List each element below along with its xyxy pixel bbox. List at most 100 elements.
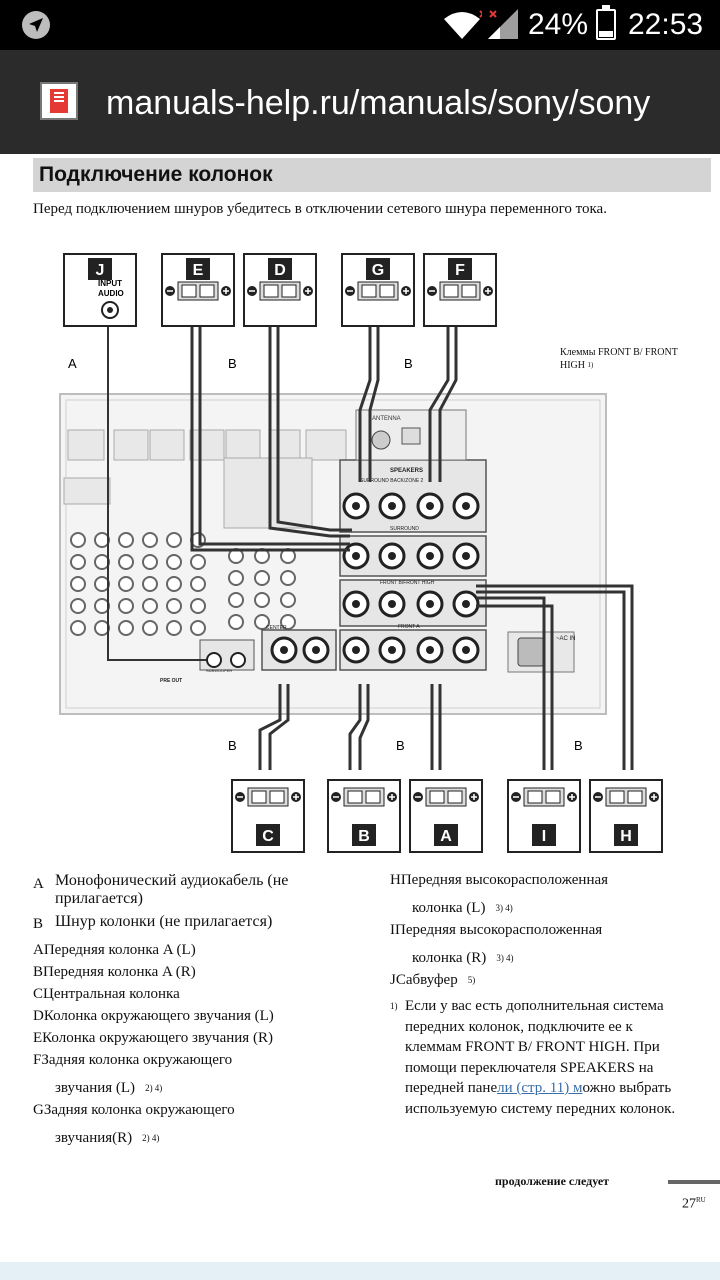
speaker-box-letter: A	[440, 828, 452, 845]
cable-label-b5: B	[574, 738, 583, 753]
rca-jack	[254, 592, 270, 608]
speaker-box-letter: D	[274, 262, 286, 279]
speaker-box-i: I	[507, 779, 581, 853]
speaker-legend-item: CЦентральная колонка	[33, 986, 180, 1002]
rca-jack	[70, 554, 86, 570]
rca-jack	[254, 614, 270, 630]
speaker-box-letter: E	[193, 262, 204, 279]
front-high-label: FRONT B/FRONT HIGH	[380, 580, 435, 586]
rca-jack	[142, 576, 158, 592]
rca-jack	[118, 532, 134, 548]
cable-label-b1: B	[228, 356, 237, 371]
speaker-box-e: E	[161, 253, 235, 327]
speaker-box-b: B	[327, 779, 401, 853]
rca-jack	[228, 592, 244, 608]
speaker-box-a: A	[409, 779, 483, 853]
wiring-diagram: ANTENNA SPEAKERS SURROUND BACK/ZONE 2 SU…	[59, 253, 678, 853]
rca-jack	[190, 620, 206, 636]
rca-jack	[228, 570, 244, 586]
surround-label: SURROUND	[390, 526, 419, 532]
speaker-box-letter: C	[262, 828, 274, 845]
subwoofer-jack	[206, 652, 222, 668]
front-a-label: FRONT A	[398, 624, 420, 630]
speaker-box-letter: J	[96, 262, 105, 279]
battery-percent: 24%	[528, 8, 589, 41]
rca-jack	[70, 532, 86, 548]
speaker-box-letter: G	[372, 262, 384, 279]
input-label: INPUT	[98, 279, 122, 288]
rca-jack	[280, 570, 296, 586]
subwoofer-label: SUBWOOFER	[206, 668, 232, 673]
page-reference-link[interactable]: ли (стр. 11) м	[497, 1080, 583, 1096]
speaker-box-g: G	[341, 253, 415, 327]
continuation-text: продолжение следует	[495, 1174, 610, 1188]
cell-signal-icon	[488, 9, 518, 39]
clock: 22:53	[628, 8, 704, 41]
speaker-legend-item: AПередняя колонка A (L)	[33, 942, 196, 958]
front-b-note-ref: 1)	[587, 361, 594, 369]
rca-jack	[142, 532, 158, 548]
rca-jack	[70, 620, 86, 636]
speaker-box-f: F	[423, 253, 497, 327]
rca-jack	[280, 614, 296, 630]
antenna-label: ANTENNA	[372, 416, 401, 422]
rca-jack	[254, 570, 270, 586]
cable-label-b2: B	[404, 356, 413, 371]
front-b-note: Клеммы FRONT B/ FRONT HIGH	[560, 347, 678, 371]
rca-jack	[142, 554, 158, 570]
speaker-box-j: J	[63, 253, 137, 327]
cable-legend-b: B Шнур колонки (не прилагается)	[33, 913, 273, 932]
speaker-legend-item: BПередняя колонка A (R)	[33, 964, 196, 980]
speaker-legend-item: EКолонка окружающего звучания (R)	[33, 1030, 273, 1046]
speaker-box-letter: F	[455, 262, 465, 279]
rca-jack	[166, 532, 182, 548]
cable-label-b3: B	[228, 738, 237, 753]
footnote-text-end: ожно выбрать используемую систему передн…	[405, 1080, 676, 1117]
rca-jack	[190, 576, 206, 592]
speaker-box-letter: I	[542, 828, 546, 845]
cable-label-a: A	[68, 356, 77, 371]
rca-jack	[94, 554, 110, 570]
subwoofer-jack	[230, 652, 246, 668]
rca-jack	[166, 576, 182, 592]
rca-jack	[228, 614, 244, 630]
ac-in-label: ~AC IN	[556, 636, 576, 642]
rca-jack	[118, 576, 134, 592]
rca-jack	[190, 554, 206, 570]
center-label: CENTER	[266, 625, 287, 631]
rca-jack	[94, 532, 110, 548]
speaker-box-d: D	[243, 253, 317, 327]
rca-jack	[280, 592, 296, 608]
surround-back-label: SURROUND BACK/ZONE 2	[360, 478, 424, 484]
wifi-icon	[444, 10, 482, 39]
rca-jack	[190, 598, 206, 614]
page-bottom-band	[0, 1262, 720, 1280]
speaker-box-h: H	[589, 779, 663, 853]
rca-jack	[142, 598, 158, 614]
rca-jack	[118, 620, 134, 636]
speaker-box-letter: H	[620, 828, 632, 845]
page-number: 27RU	[682, 1196, 706, 1212]
cable-legend-a: A Монофонический аудиокабель (не прилага…	[33, 872, 289, 907]
page-title: Подключение колонок	[33, 158, 711, 192]
cable-label-b4: B	[396, 738, 405, 753]
speaker-box-c: C	[231, 779, 305, 853]
rca-jack	[94, 620, 110, 636]
status-bar: 24% 22:53	[0, 0, 720, 50]
rca-jack	[70, 598, 86, 614]
footnote-text: Если у вас есть дополнительная система п…	[405, 998, 664, 1096]
site-favicon-icon	[40, 82, 78, 120]
rca-jack	[118, 554, 134, 570]
rca-jack	[94, 576, 110, 592]
rca-jack	[94, 598, 110, 614]
rca-jack	[166, 620, 182, 636]
browser-url-bar[interactable]: manuals-help.ru/manuals/sony/sony	[0, 50, 720, 154]
rca-jack	[166, 598, 182, 614]
speaker-box-letter: B	[358, 828, 370, 845]
url-text[interactable]: manuals-help.ru/manuals/sony/sony	[106, 84, 651, 122]
intro-text: Перед подключением шнуров убедитесь в от…	[33, 201, 607, 217]
